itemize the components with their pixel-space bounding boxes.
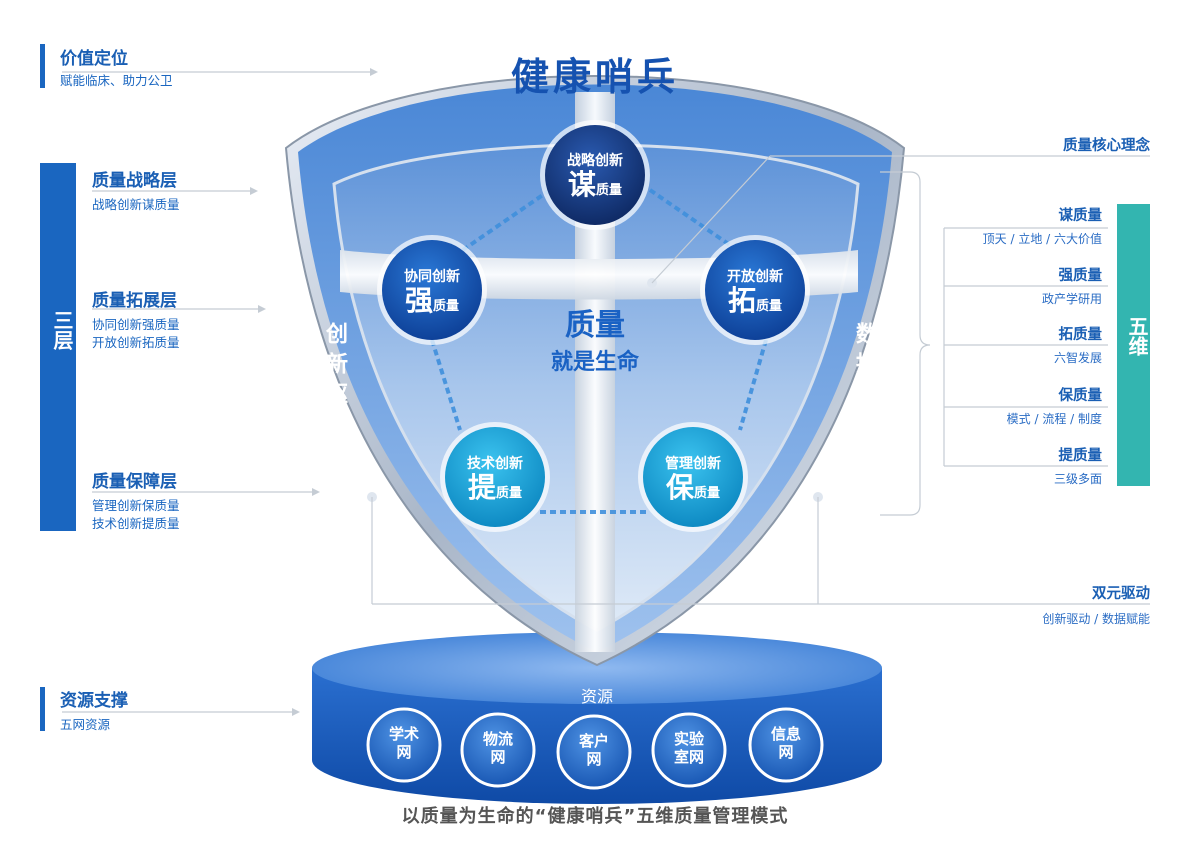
dim-expand-title: 拓质量 xyxy=(1058,327,1103,343)
circle-technology xyxy=(440,422,550,532)
dim-expand-sub: 六智发展 xyxy=(1053,351,1102,365)
assurance-layer-sub1: 管理创新保质量 xyxy=(92,498,180,513)
circle-open xyxy=(700,235,810,345)
circle-collaborative-text: 协同创新 强质量 xyxy=(404,269,460,317)
strategy-layer-title: 质量战略层 xyxy=(92,171,177,191)
dual-drive-sub: 创新驱动 / 数据赋能 xyxy=(1042,612,1150,626)
dim-plan-sub: 顶天 / 立地 / 六大价值 xyxy=(982,232,1102,246)
circle-management xyxy=(638,422,748,532)
net-academic: 学术网 xyxy=(388,725,419,761)
core-concept-title: 质量核心理念 xyxy=(1063,138,1150,154)
figure-caption: 以质量为生命的“健康哨兵”五维质量管理模式 xyxy=(401,806,789,827)
resource-support-sub: 五网资源 xyxy=(60,717,111,732)
circle-open-text: 开放创新 拓质量 xyxy=(727,269,783,317)
net-customer: 客户网 xyxy=(578,732,609,768)
value-positioning-title: 价值定位 xyxy=(60,49,128,69)
data-empowered-label: 数据赋能 xyxy=(852,322,877,442)
assurance-layer-sub2: 技术创新提质量 xyxy=(92,516,180,531)
dual-drive-title: 双元驱动 xyxy=(1092,586,1150,602)
circle-collaborative xyxy=(377,235,487,345)
dim-strengthen-title: 强质量 xyxy=(1058,268,1103,284)
assurance-layer-title: 质量保障层 xyxy=(92,472,177,492)
innovation-driven-label: 创新驱动 xyxy=(322,322,347,442)
net-logistics: 物流网 xyxy=(482,730,513,766)
five-dim-label: 五维 xyxy=(1125,316,1149,356)
five-dim-bar xyxy=(1117,204,1150,486)
net-information: 信息网 xyxy=(770,725,801,761)
resource-support-title: 资源支撑 xyxy=(60,691,128,711)
circle-management-text: 管理创新 保质量 xyxy=(665,456,721,504)
dim-improve-sub: 三级多面 xyxy=(1053,472,1102,486)
circle-technology-text: 技术创新 提质量 xyxy=(467,456,523,504)
expansion-layer-title: 质量拓展层 xyxy=(92,291,177,311)
center-slogan-line1: 质量 xyxy=(565,308,625,343)
expansion-layer-sub1: 协同创新强质量 xyxy=(92,317,180,332)
net-circles xyxy=(366,707,824,790)
net-laboratory: 实验室网 xyxy=(673,730,704,766)
value-positioning-sub: 赋能临床、助力公卫 xyxy=(60,73,173,88)
strategy-layer-sub: 战略创新谋质量 xyxy=(92,197,180,212)
three-layers-label: 三层 xyxy=(50,310,74,350)
connector-lines xyxy=(62,71,1150,713)
shield-title: 健康哨兵 xyxy=(510,55,679,99)
three-layer-bar xyxy=(40,163,76,531)
resource-label: 资源 xyxy=(580,687,613,706)
dim-strengthen-sub: 政产学研用 xyxy=(1041,292,1102,306)
circle-strategy-text: 战略创新 谋质量 xyxy=(567,153,623,201)
dim-plan-title: 谋质量 xyxy=(1058,208,1103,224)
center-slogan-line2: 就是生命 xyxy=(550,350,639,375)
expansion-layer-sub2: 开放创新拓质量 xyxy=(92,335,180,350)
dim-improve-title: 提质量 xyxy=(1058,448,1103,464)
circle-strategy xyxy=(540,120,650,230)
dim-assure-sub: 模式 / 流程 / 制度 xyxy=(1006,412,1102,426)
dim-assure-title: 保质量 xyxy=(1058,388,1103,404)
